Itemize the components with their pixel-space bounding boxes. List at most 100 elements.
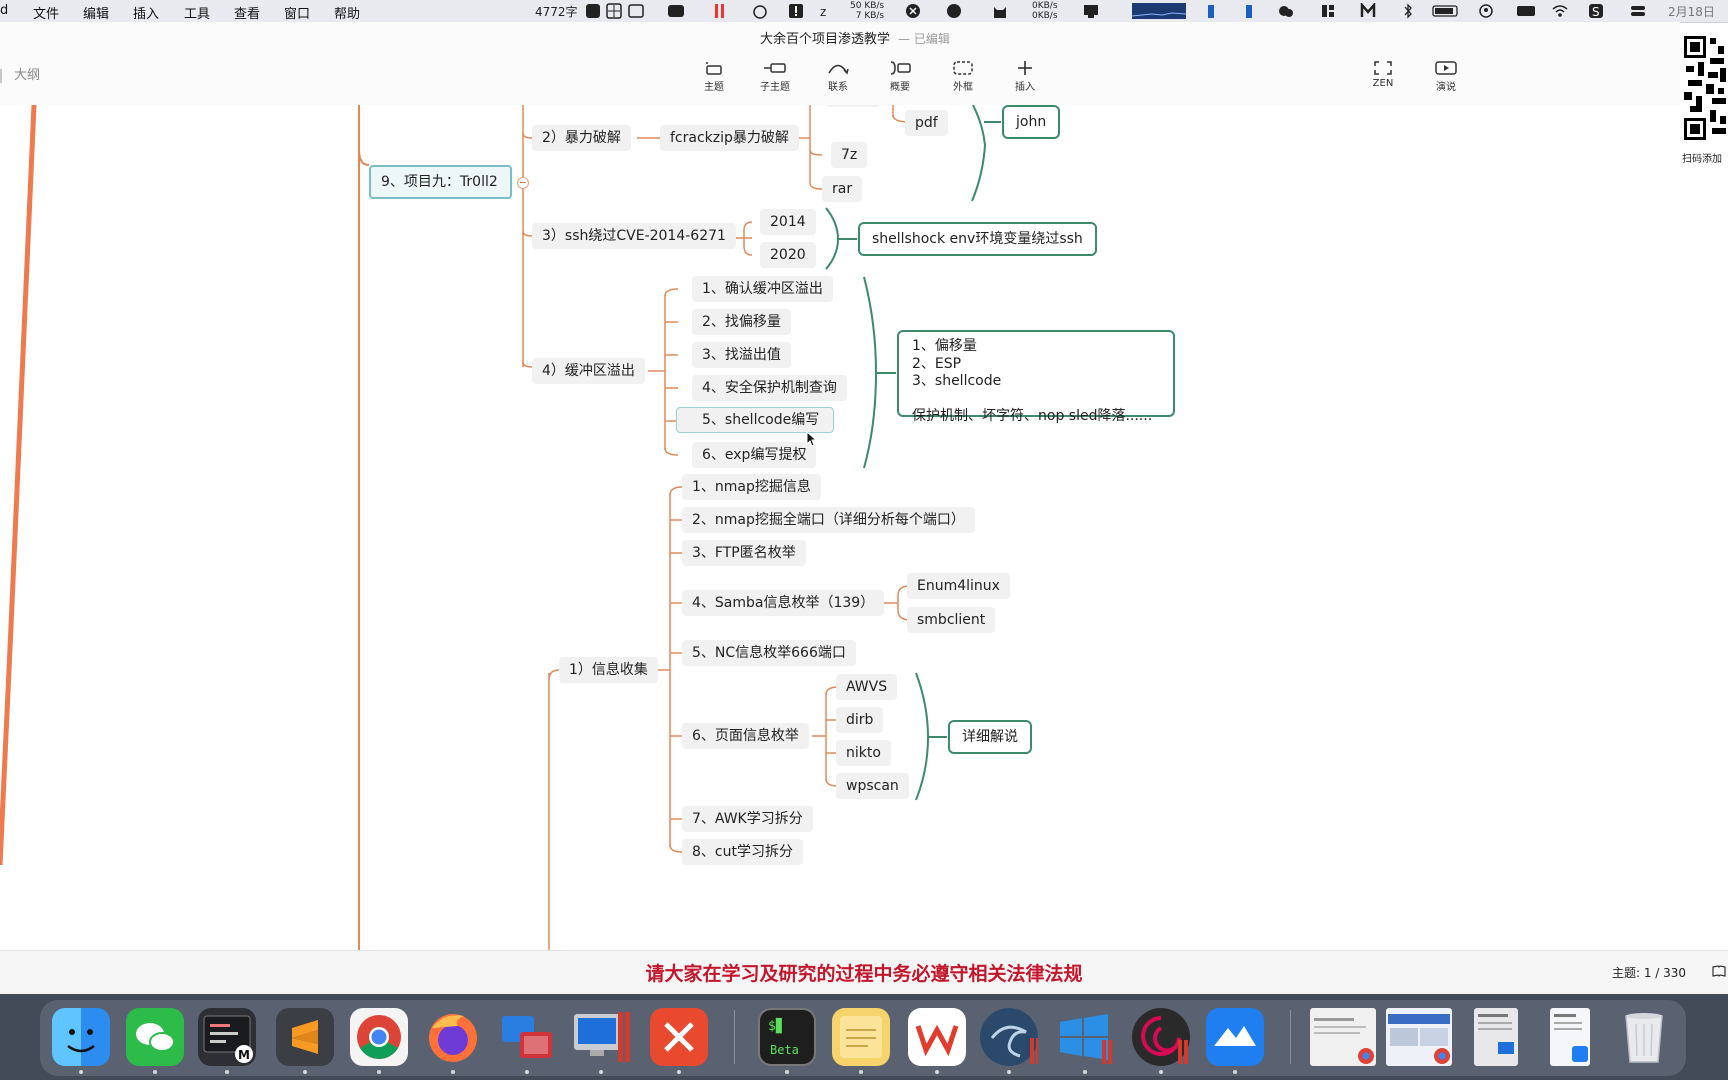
chrome-icon[interactable] [350, 1008, 408, 1066]
node-smbclient[interactable]: smbclient [907, 607, 996, 633]
sync-icon[interactable]: z [818, 3, 834, 19]
cloud-icon[interactable] [752, 3, 768, 19]
control-center-icon[interactable] [1630, 3, 1646, 19]
menu-file[interactable]: 文件 [33, 7, 60, 22]
menu-tools[interactable]: 工具 [184, 7, 211, 22]
insert-button[interactable]: 插入 [999, 60, 1051, 93]
boundary-button[interactable]: 外框 [937, 60, 989, 93]
menu-app[interactable]: d [0, 3, 9, 18]
menu-view[interactable]: 查看 [234, 7, 261, 22]
relationship-button[interactable]: 联系 [812, 60, 864, 93]
m-icon[interactable] [1360, 3, 1376, 19]
menu-insert[interactable]: 插入 [133, 7, 160, 22]
menu-edit[interactable]: 编辑 [83, 7, 110, 22]
node-overflow-step[interactable]: 3、找溢出值 [692, 342, 791, 368]
pause-icon[interactable] [712, 3, 728, 19]
node-overflow-step[interactable]: 4、安全保护机制查询 [692, 375, 847, 401]
vpn-icon[interactable] [668, 3, 684, 19]
status-icon[interactable] [585, 3, 601, 19]
subtopic-button[interactable]: 子主题 [749, 60, 801, 93]
disk-icon[interactable] [1240, 3, 1256, 19]
mindmap-canvas[interactable]: pdf 7z rar john 9、项目九：Tr0ll2 2）暴力破解 fcra… [0, 105, 1680, 950]
trash-icon[interactable] [1616, 1008, 1672, 1066]
node-info-item[interactable]: 6、页面信息枚举 [682, 723, 809, 749]
zen-button[interactable]: ZEN [1357, 60, 1409, 89]
node-overflow-step[interactable]: 6、exp编写提权 [692, 442, 817, 468]
bluetooth-icon[interactable] [1400, 3, 1416, 19]
node-pdf[interactable]: pdf [905, 110, 948, 136]
partial-node[interactable] [826, 105, 880, 107]
summary-web-detail[interactable]: 详细解说 [948, 720, 1032, 754]
menu-window[interactable]: 窗口 [284, 7, 311, 22]
window-preview-icon[interactable] [1386, 1008, 1452, 1066]
cat-icon[interactable] [992, 3, 1008, 19]
node-info-item[interactable]: 5、NC信息枚举666端口 [682, 640, 856, 666]
summary-overflow[interactable]: 1、偏移量 2、ESP 3、shellcode 保护机制、坏字符、nop sle… [897, 330, 1175, 424]
node-nikto[interactable]: nikto [836, 740, 891, 766]
present-button[interactable]: 演说 [1420, 60, 1472, 93]
xmind-icon[interactable] [650, 1008, 708, 1066]
remote-desktop-icon[interactable] [498, 1008, 556, 1066]
book-icon[interactable] [1712, 965, 1726, 977]
screenshot-icon[interactable] [628, 3, 644, 19]
s-icon[interactable]: S [1588, 3, 1604, 19]
wifi-icon[interactable] [1552, 3, 1568, 19]
node-buffer-overflow[interactable]: 4）缓冲区溢出 [532, 358, 645, 384]
node-overflow-step-selected[interactable]: 5、shellcode编写 [676, 407, 834, 433]
firefox-icon[interactable] [424, 1008, 482, 1066]
display-icon[interactable] [1083, 3, 1099, 19]
windows-icon[interactable] [1056, 1008, 1114, 1066]
parallels-windows-icon[interactable] [572, 1008, 630, 1066]
memory-icon[interactable] [1202, 3, 1218, 19]
summary-button[interactable]: 概要 [874, 60, 926, 93]
window-preview-icon[interactable] [1474, 1008, 1518, 1066]
node-fcrackzip[interactable]: fcrackzip暴力破解 [660, 125, 799, 151]
notes-icon[interactable] [832, 1008, 890, 1066]
node-info-gathering[interactable]: 1）信息收集 [559, 657, 658, 683]
summary-john[interactable]: john [1002, 105, 1061, 139]
debian-icon[interactable] [1132, 1008, 1190, 1066]
node-info-item[interactable]: 3、FTP匿名枚举 [682, 540, 806, 566]
activity-monitor-icon[interactable]: M [198, 1008, 256, 1066]
lark-icon[interactable] [1206, 1008, 1264, 1066]
menu-help[interactable]: 帮助 [334, 7, 361, 22]
node-overflow-step[interactable]: 2、找偏移量 [692, 309, 791, 335]
main-topic-node[interactable]: 9、项目九：Tr0ll2 [369, 165, 512, 199]
node-info-item[interactable]: 2、nmap挖掘全端口（详细分析每个端口） [682, 507, 975, 533]
wps-icon[interactable] [908, 1008, 966, 1066]
input-method-icon[interactable] [606, 3, 622, 19]
node-info-item[interactable]: 4、Samba信息枚举（139） [682, 590, 885, 616]
window-preview-icon[interactable] [1310, 1008, 1376, 1066]
node-info-item[interactable]: 7、AWK学习拆分 [682, 806, 813, 832]
user-icon[interactable] [1478, 3, 1494, 19]
summary-shellshock[interactable]: shellshock env环境变量绕过ssh [858, 222, 1097, 256]
node-wpscan[interactable]: wpscan [836, 773, 909, 799]
sublime-text-icon[interactable] [276, 1008, 334, 1066]
node-brute-force[interactable]: 2）暴力破解 [532, 125, 631, 151]
topic-button[interactable]: 主题 [688, 60, 740, 93]
node-year-2020[interactable]: 2020 [760, 242, 816, 268]
collapse-toggle-icon[interactable] [517, 177, 529, 189]
node-7z[interactable]: 7z [831, 142, 868, 168]
keyboard-icon[interactable] [1516, 3, 1536, 19]
node-awvs[interactable]: AWVS [836, 674, 898, 700]
node-dirb[interactable]: dirb [836, 707, 884, 733]
grid-icon[interactable] [1320, 3, 1336, 19]
node-info-item[interactable]: 1、nmap挖掘信息 [682, 474, 821, 500]
terminal-beta-icon[interactable]: $▊Beta [758, 1008, 816, 1066]
node-ssh-bypass[interactable]: 3）ssh绕过CVE-2014-6271 [532, 223, 736, 249]
x-icon[interactable] [905, 3, 921, 19]
finder-icon[interactable] [52, 1008, 110, 1066]
node-rar[interactable]: rar [822, 176, 863, 202]
node-overflow-step[interactable]: 1、确认缓冲区溢出 [692, 276, 833, 302]
wechat-tray-icon[interactable] [1278, 3, 1294, 19]
kali-icon[interactable] [980, 1008, 1040, 1066]
face-icon[interactable] [946, 3, 962, 19]
outline-button[interactable]: 大纲 [0, 64, 40, 83]
window-preview-icon[interactable] [1550, 1008, 1590, 1066]
cpu-graph-icon[interactable] [1132, 3, 1186, 19]
node-enum4linux[interactable]: Enum4linux [907, 573, 1010, 599]
wechat-icon[interactable] [126, 1008, 184, 1066]
node-info-item[interactable]: 8、cut学习拆分 [682, 839, 803, 865]
node-year-2014[interactable]: 2014 [760, 209, 816, 235]
